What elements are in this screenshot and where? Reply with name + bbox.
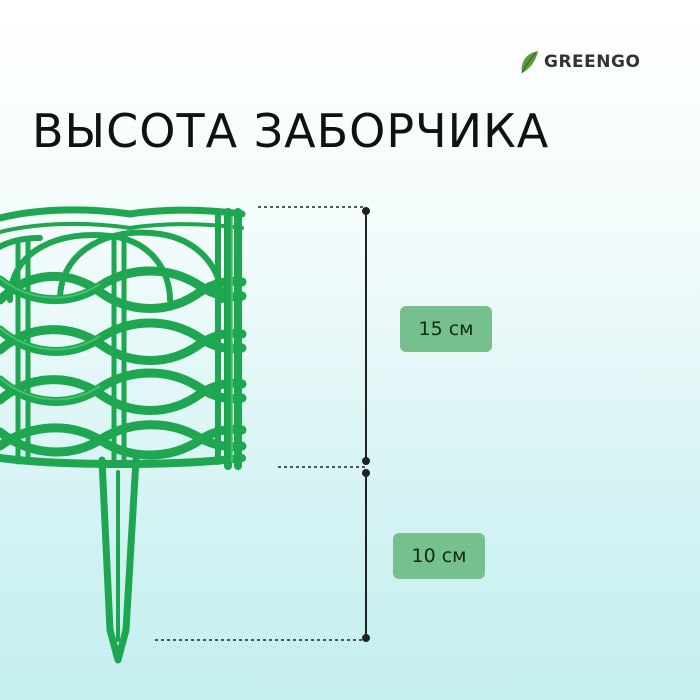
fence-illustration [0, 206, 247, 664]
brand-logo: GREENGO [518, 48, 640, 76]
page-title: ВЫСОТА ЗАБОРЧИКА [32, 104, 550, 158]
height-upper-label: 15 см [400, 306, 492, 352]
brand-name: GREENGO [544, 52, 641, 72]
height-lower-label: 10 см [393, 533, 485, 579]
leaf-icon [521, 51, 538, 74]
